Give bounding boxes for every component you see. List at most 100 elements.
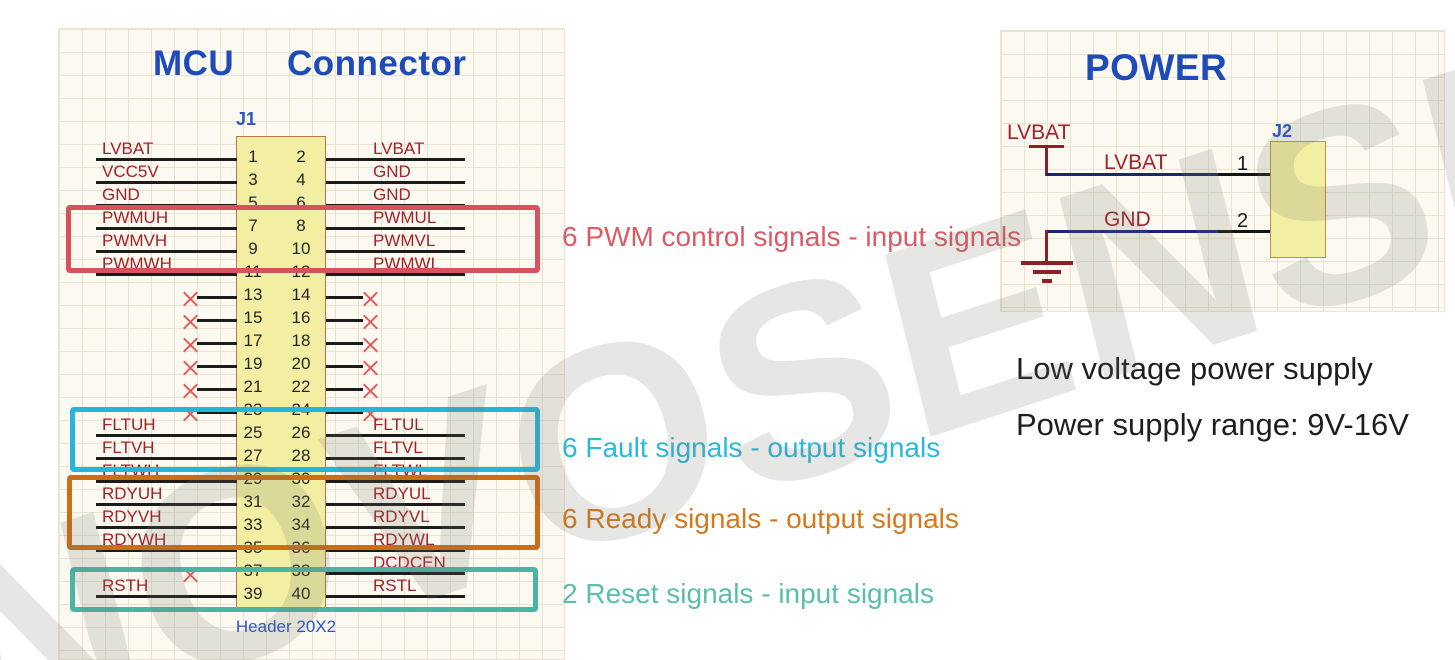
net-wire-right	[326, 572, 465, 575]
pin-number: 28	[291, 446, 311, 465]
net-wire-left	[96, 158, 237, 161]
pin-number: 5	[248, 193, 258, 212]
power-note-line1: Low voltage power supply	[1016, 351, 1373, 386]
net-wire-right	[326, 181, 465, 184]
gnd-net-label: GND	[1104, 208, 1151, 231]
net-label-right: FLTVL	[373, 438, 423, 457]
pin-number: 18	[291, 331, 311, 350]
net-label-right: RDYVL	[373, 507, 430, 526]
net-label-right: PWMWL	[373, 254, 441, 273]
pin-number: 6	[296, 193, 306, 212]
net-label-left: PWMUH	[102, 208, 169, 227]
pin-number: 39	[243, 584, 263, 603]
pin-number: 13	[243, 285, 263, 304]
no-connect-x-icon	[363, 337, 378, 352]
nc-stub-left	[197, 411, 237, 414]
pin-number: 4	[296, 170, 306, 189]
pin-number: 40	[291, 584, 311, 603]
nc-stub-left	[197, 296, 237, 299]
net-label-right: FLTUL	[373, 415, 424, 434]
net-wire-right	[326, 526, 465, 529]
net-label-left: RSTH	[102, 576, 149, 595]
net-wire-left	[96, 503, 237, 506]
net-wire-right	[326, 457, 465, 460]
net-wire-left	[96, 457, 237, 460]
net-label-left: FLTUH	[102, 415, 156, 434]
net-wire-left	[96, 227, 237, 230]
net-label-right: PWMUL	[373, 208, 437, 227]
net-wire-right	[326, 273, 465, 276]
net-wire-left	[96, 480, 237, 483]
j1-footprint-label: Header 20X2	[235, 617, 337, 636]
pin-number: 14	[291, 285, 311, 304]
pin-number: 8	[296, 216, 306, 235]
net-label-left: LVBAT	[102, 139, 154, 158]
net-label-right: LVBAT	[373, 139, 425, 158]
net-label-right: GND	[373, 185, 411, 204]
power-port-stem-icon	[1045, 145, 1048, 176]
net-wire-right	[326, 434, 465, 437]
nc-stub-right	[326, 319, 363, 322]
no-connect-x-icon	[183, 383, 198, 398]
nc-stub-right	[326, 411, 363, 414]
ground-bar3-icon	[1042, 279, 1052, 283]
nc-stub-left	[197, 342, 237, 345]
net-wire-right	[326, 595, 465, 598]
net-wire-left	[96, 181, 237, 184]
net-label-left: RDYVH	[102, 507, 162, 526]
net-wire-right	[326, 227, 465, 230]
no-connect-x-icon	[183, 337, 198, 352]
pin-number: 15	[243, 308, 263, 327]
no-connect-x-icon	[183, 291, 198, 306]
net-label-left: GND	[102, 185, 140, 204]
signal-group-box	[66, 205, 540, 273]
nc-stub-right	[326, 342, 363, 345]
net-wire-left	[96, 595, 237, 598]
nc-stub-right	[326, 365, 363, 368]
signal-group-annotation: 6 Ready signals - output signals	[562, 503, 959, 534]
pin-number: 10	[291, 239, 311, 258]
pin-number: 2	[296, 147, 306, 166]
signal-group-annotation: 2 Reset signals - input signals	[562, 578, 934, 609]
net-wire-left	[96, 250, 237, 253]
net-wire-left	[96, 526, 237, 529]
j2-pin2-number: 2	[1237, 210, 1249, 232]
no-connect-x-icon	[183, 360, 198, 375]
net-label-right: PWMVL	[373, 231, 436, 250]
net-wire-right	[326, 158, 465, 161]
pin-number: 21	[243, 377, 263, 396]
power-note-line2: Power supply range: 9V-16V	[1016, 407, 1409, 442]
j1-connector-body	[236, 136, 326, 612]
signal-group-annotation: 6 Fault signals - output signals	[562, 432, 941, 463]
j2-pin1-number: 1	[1237, 153, 1249, 175]
mcu-section-title-word2: Connector	[287, 44, 467, 83]
no-connect-x-icon	[363, 291, 378, 306]
pin-number: 9	[248, 239, 258, 258]
no-connect-x-icon	[363, 314, 378, 329]
net-label-left: FLTVH	[102, 438, 155, 457]
net-label-right: RSTL	[373, 576, 417, 595]
signal-group-box	[67, 475, 540, 550]
ground-bar2-icon	[1033, 270, 1061, 274]
pin-number: 32	[291, 492, 311, 511]
nc-stub-left	[197, 319, 237, 322]
net-label-right: GND	[373, 162, 411, 181]
pin-number: 19	[243, 354, 263, 373]
net-wire-right	[326, 480, 465, 483]
signal-group-annotation: 6 PWM control signals - input signals	[562, 221, 1022, 252]
pin-number: 7	[248, 216, 258, 235]
net-label-left: RDYUH	[102, 484, 163, 503]
no-connect-x-icon	[183, 314, 198, 329]
pin-number: 3	[248, 170, 258, 189]
net-label-left: VCC5V	[102, 162, 159, 181]
signal-group-box	[70, 407, 540, 472]
net-label-right: RDYUL	[373, 484, 431, 503]
pin-number: 26	[291, 423, 311, 442]
nc-stub-left	[197, 388, 237, 391]
signal-group-box	[70, 567, 538, 612]
net-wire-right	[326, 503, 465, 506]
lvbat-wire	[1046, 173, 1218, 176]
j2-connector-body	[1270, 141, 1326, 258]
pin-number: 16	[291, 308, 311, 327]
